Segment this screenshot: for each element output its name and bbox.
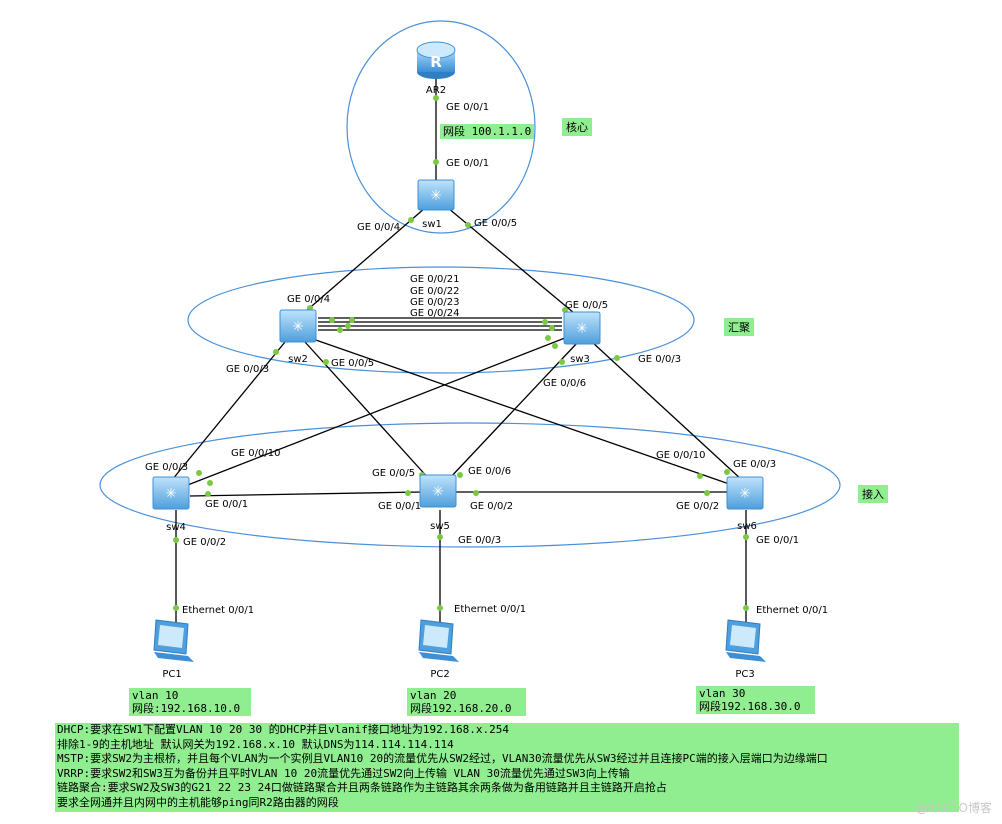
port-sw5-up-left: GE 0/0/5: [372, 468, 415, 479]
pc1-label: PC1: [162, 669, 181, 680]
port-sw6-up-right: GE 0/0/3: [733, 459, 776, 470]
watermark: @51CTO博客: [915, 801, 992, 815]
link-sw2-sw6: [309, 337, 736, 487]
port-sw1-right: GE 0/0/5: [474, 218, 517, 229]
vlan30-title: vlan 30: [699, 687, 746, 700]
port-pc2-eth: Ethernet 0/0/1: [454, 604, 526, 615]
sw4-switch[interactable]: ✳: [152, 476, 190, 510]
link-sw2-sw5: [304, 341, 431, 481]
port-trunk-2: GE 0/0/22: [410, 286, 459, 297]
port-pc3-eth: Ethernet 0/0/1: [756, 605, 828, 616]
core-zone-ellipse: [346, 20, 536, 234]
port-sw5-down: GE 0/0/3: [458, 535, 501, 546]
link-sw4-sw5: [189, 491, 423, 497]
links: [171, 78, 747, 622]
svg-text:✳: ✳: [739, 486, 751, 502]
svg-text:✳: ✳: [430, 188, 442, 204]
port-labels: GE 0/0/1 GE 0/0/1 GE 0/0/4 GE 0/0/5 GE 0…: [145, 102, 828, 616]
vlan20-title: vlan 20: [410, 689, 457, 702]
port-sw6-up-left: GE 0/0/10: [656, 450, 705, 461]
svg-text:R: R: [430, 53, 442, 71]
port-sw2-mid-down: GE 0/0/5: [331, 358, 374, 369]
vlan20-subnet: 网段192.168.20.0: [410, 702, 512, 715]
sw3-switch[interactable]: ✳: [563, 311, 601, 345]
vlan10-subnet: 网段:192.168.10.0: [132, 702, 241, 715]
aggregation-zone-ellipse: [187, 266, 695, 374]
requirement-dhcp-exclusion: 排除1-9的主机地址 默认网关为192.168.x.10 默认DNS为114.1…: [57, 737, 454, 751]
port-sw1-left: GE 0/0/4: [357, 222, 400, 233]
access-zone-label: 接入: [858, 485, 888, 503]
vlan10-title: vlan 10: [132, 689, 179, 702]
port-sw3-up: GE 0/0/5: [565, 300, 608, 311]
requirement-vrrp: VRRP:要求SW2和SW3互为备份并且平时VLAN 10 20流量优先通过SW…: [57, 766, 630, 780]
vlan30-subnet: 网段192.168.30.0: [699, 700, 801, 713]
port-sw6-left: GE 0/0/2: [676, 501, 719, 512]
ar2-label: AR2: [426, 85, 446, 96]
pc3-computer[interactable]: [725, 619, 766, 662]
pc1-computer[interactable]: [153, 619, 194, 662]
port-sw5-right: GE 0/0/2: [470, 501, 513, 512]
port-pc1-eth: Ethernet 0/0/1: [182, 605, 254, 616]
sw1-label: sw1: [422, 219, 442, 230]
port-ar2-down: GE 0/0/1: [446, 102, 489, 113]
port-trunk-1: GE 0/0/21: [410, 274, 459, 285]
port-sw3-mid-down: GE 0/0/6: [543, 378, 586, 389]
port-sw2-up: GE 0/0/4: [287, 294, 330, 305]
link-sw3-sw6: [591, 341, 743, 481]
sw2-label: sw2: [288, 354, 308, 365]
port-sw4-up-left: GE 0/0/3: [145, 462, 188, 473]
port-sw3-right-down: GE 0/0/3: [638, 354, 681, 365]
sw2-switch[interactable]: ✳: [279, 309, 317, 343]
aggregation-zone-label: 汇聚: [724, 318, 754, 336]
port-dots: [173, 95, 749, 611]
sw3-label: sw3: [570, 354, 590, 365]
port-sw6-down: GE 0/0/1: [756, 535, 799, 546]
pc2-computer[interactable]: [418, 619, 459, 662]
link-sw1-sw2: [297, 207, 426, 319]
port-sw5-up-right: GE 0/0/6: [468, 466, 511, 477]
port-sw4-up-right: GE 0/0/10: [231, 448, 280, 459]
svg-text:✳: ✳: [576, 321, 588, 337]
link-sw2-sw4: [171, 341, 286, 481]
requirements-box: DHCP:要求在SW1下配置VLAN 10 20 30 的DHCP并且vlani…: [55, 723, 959, 812]
link-sw3-sw4: [179, 335, 571, 489]
link-sw3-sw5: [447, 341, 579, 481]
sw5-switch[interactable]: ✳: [419, 474, 457, 508]
port-sw1-up: GE 0/0/1: [446, 158, 489, 169]
svg-text:✳: ✳: [165, 486, 177, 502]
core-network-note: 网段 100.1.1.0: [440, 124, 535, 139]
svg-text:✳: ✳: [432, 484, 444, 500]
pc3-label: PC3: [735, 669, 754, 680]
requirement-dhcp: DHCP:要求在SW1下配置VLAN 10 20 30 的DHCP并且vlani…: [57, 723, 510, 736]
svg-text:✳: ✳: [292, 319, 304, 335]
ar2-router[interactable]: R: [416, 41, 456, 79]
port-sw2-left-down: GE 0/0/3: [226, 364, 269, 375]
sw1-switch[interactable]: ✳: [417, 179, 455, 211]
core-zone-label: 核心: [562, 118, 592, 136]
port-sw5-left: GE 0/0/1: [378, 501, 421, 512]
port-trunk-4: GE 0/0/24: [410, 308, 459, 319]
port-trunk-3: GE 0/0/23: [410, 297, 459, 308]
access-zone-ellipse: [99, 422, 841, 548]
sw5-label: sw5: [430, 521, 450, 532]
sw6-label: sw6: [737, 521, 757, 532]
requirement-mstp: MSTP:要求SW2为主根桥，并且每个VLAN为一个实例且VLAN10 20的流…: [57, 752, 828, 765]
requirement-connectivity: 要求全网通并且内网中的主机能够ping同R2路由器的网段: [57, 795, 339, 809]
port-sw4-right: GE 0/0/1: [205, 499, 248, 510]
requirement-link-aggregation: 链路聚合:要求SW2及SW3的G21 22 23 24口做链路聚合并且两条链路作…: [57, 781, 667, 794]
sw4-label: sw4: [166, 522, 186, 533]
port-sw4-down: GE 0/0/2: [183, 537, 226, 548]
pc2-label: PC2: [430, 669, 449, 680]
sw6-switch[interactable]: ✳: [726, 476, 764, 510]
